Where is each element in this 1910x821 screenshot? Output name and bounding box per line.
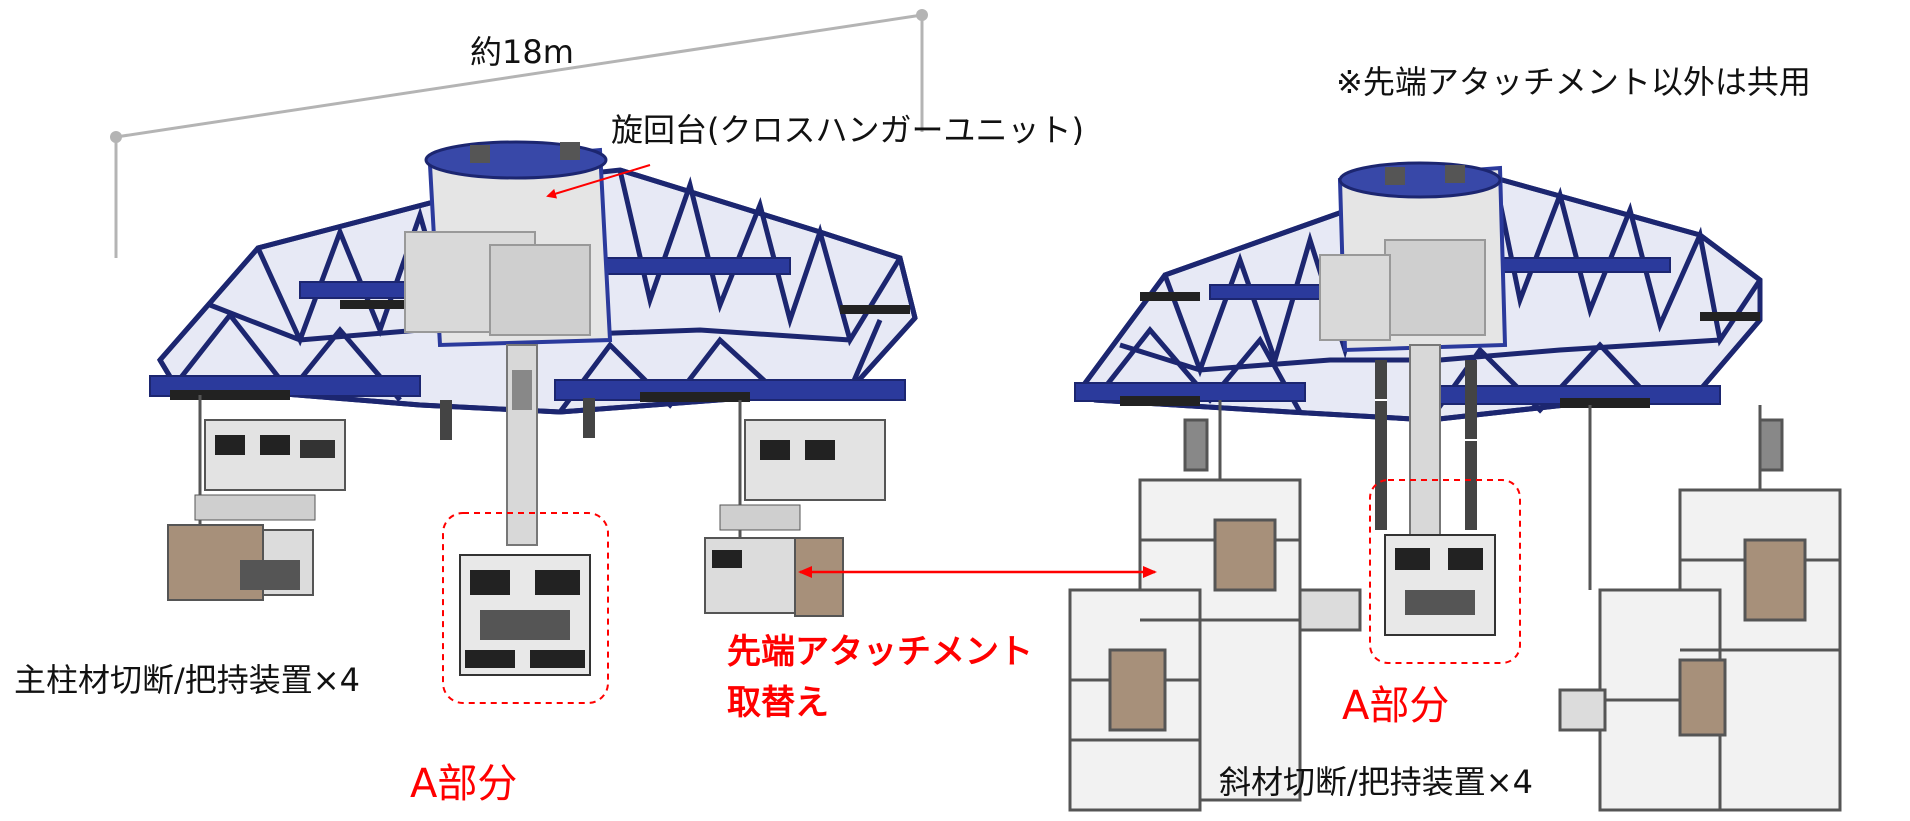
left-part-a-highlight	[442, 512, 609, 704]
part-a-label-left: A部分	[410, 761, 518, 807]
left-machine	[149, 140, 918, 704]
right-shaft	[1375, 344, 1477, 536]
main-column-device-label: 主柱材切断/把持装置×4	[14, 661, 360, 699]
shared-parts-note: ※先端アタッチメント以外は共用	[1336, 63, 1811, 101]
left-shaft	[440, 344, 595, 546]
dimension-label: 約18m	[470, 33, 574, 71]
left-attachment	[459, 554, 591, 676]
left-hanging-unit-right	[704, 400, 886, 617]
right-attachment	[1384, 534, 1496, 636]
right-part-a-highlight	[1369, 479, 1521, 664]
turntable-pointer-arrow	[546, 164, 651, 199]
turntable-label: 旋回台(クロスハンガーユニット)	[611, 111, 1084, 149]
right-cutting-unit-right	[1558, 405, 1842, 812]
right-rails	[1120, 292, 1760, 408]
left-rails	[170, 300, 910, 402]
right-cutting-unit-left	[1068, 400, 1362, 812]
diagonal-device-label: 斜材切断/把持装置×4	[1219, 763, 1533, 801]
dimension-line	[110, 9, 928, 258]
part-a-label-right: A部分	[1342, 683, 1450, 729]
attachment-swap-label-line1: 先端アタッチメント	[727, 632, 1033, 672]
attachment-swap-label-line2: 取替え	[727, 683, 829, 723]
left-central-hub	[404, 140, 613, 348]
annotation-arrows	[546, 164, 1157, 578]
left-hanging-unit-left	[167, 395, 346, 601]
right-machine	[1068, 161, 1842, 812]
right-central-hub	[1319, 161, 1508, 353]
